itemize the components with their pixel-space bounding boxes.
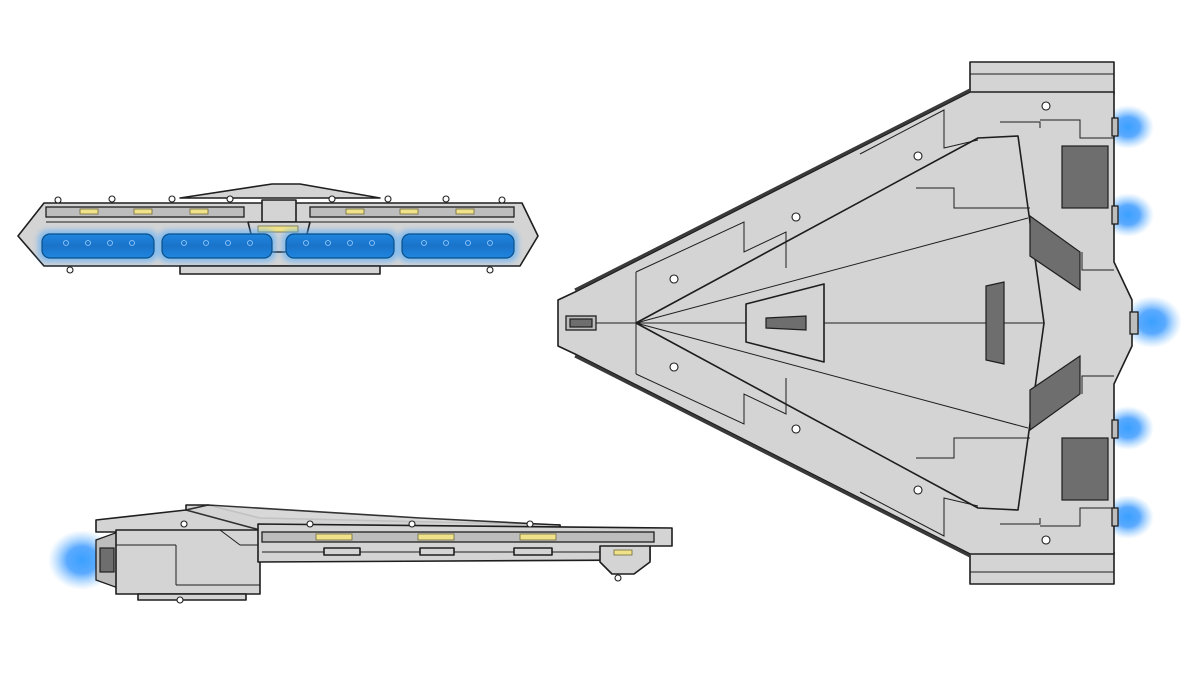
hangar-bay-icon [38,230,518,262]
front-dorsal-ridge [179,183,381,199]
turret-icon [54,195,506,274]
side-nose [599,545,651,575]
front-tower [261,199,297,223]
top-stern-plate-upper [969,61,1115,95]
front-view [17,183,539,275]
top-stern-plate-lower [969,551,1115,585]
turret-icon [176,520,622,604]
side-view [48,504,673,604]
thruster-glow-icon [1102,105,1182,539]
window-strip-icon [315,533,557,541]
side-window-rail [261,531,655,543]
front-keel [179,265,381,275]
window-strip-icon [79,208,475,215]
side-engine-block [115,529,261,595]
top-view [557,61,1182,585]
turret-icon [669,101,1051,545]
